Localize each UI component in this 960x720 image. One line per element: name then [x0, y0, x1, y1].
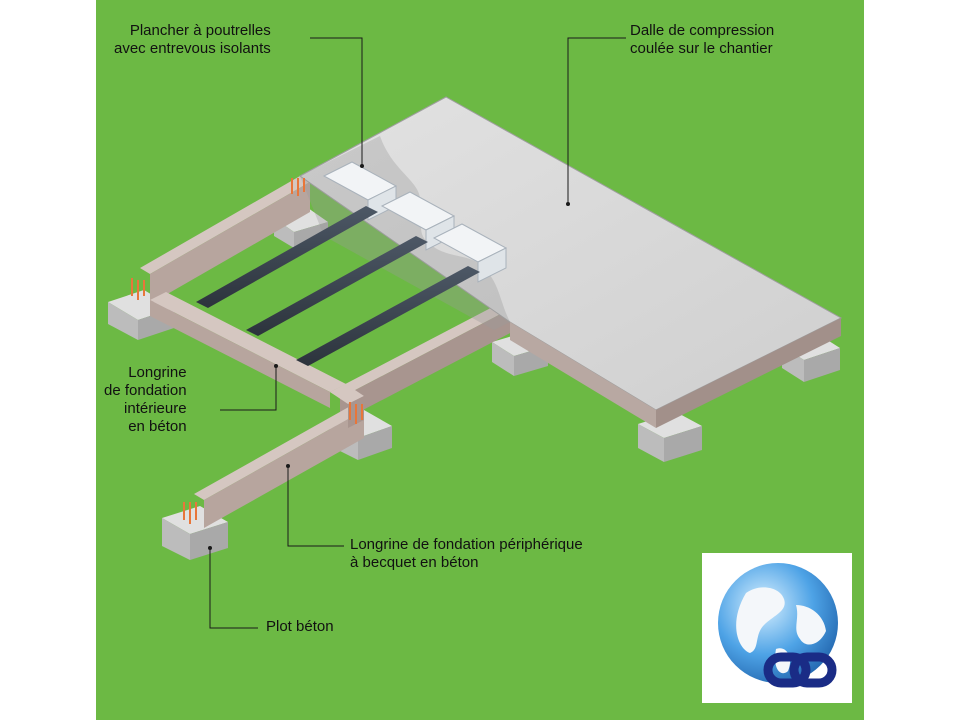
diagram-canvas: Plancher à poutrelles avec entrevous iso…	[96, 0, 864, 720]
globe-chain-logo-icon	[702, 553, 852, 703]
label-dalle: Dalle de compression coulée sur le chant…	[630, 22, 775, 57]
label-plancher: Plancher à poutrelles avec entrevous iso…	[114, 22, 271, 57]
label-longrine-interieure: Longrine de fondation intérieure en béto…	[104, 364, 187, 435]
beam-interior	[330, 300, 516, 422]
leader-dots	[208, 164, 570, 550]
foundation-diagram	[108, 37, 843, 629]
hollow-blocks	[322, 161, 508, 283]
beam-left-inner	[150, 292, 346, 408]
beam-front	[194, 404, 364, 528]
joists	[196, 206, 480, 366]
leader-lines	[209, 37, 626, 629]
hollow-block-floor	[196, 136, 510, 366]
label-plot: Plot béton	[266, 618, 334, 635]
beams	[140, 176, 516, 528]
pad-slab-front	[638, 412, 702, 462]
rebar-starters	[131, 178, 363, 524]
slab	[299, 96, 843, 428]
beam-rear-left	[140, 176, 310, 304]
label-longrine-peripherique: Longrine de fondation périphérique à bec…	[350, 536, 583, 571]
